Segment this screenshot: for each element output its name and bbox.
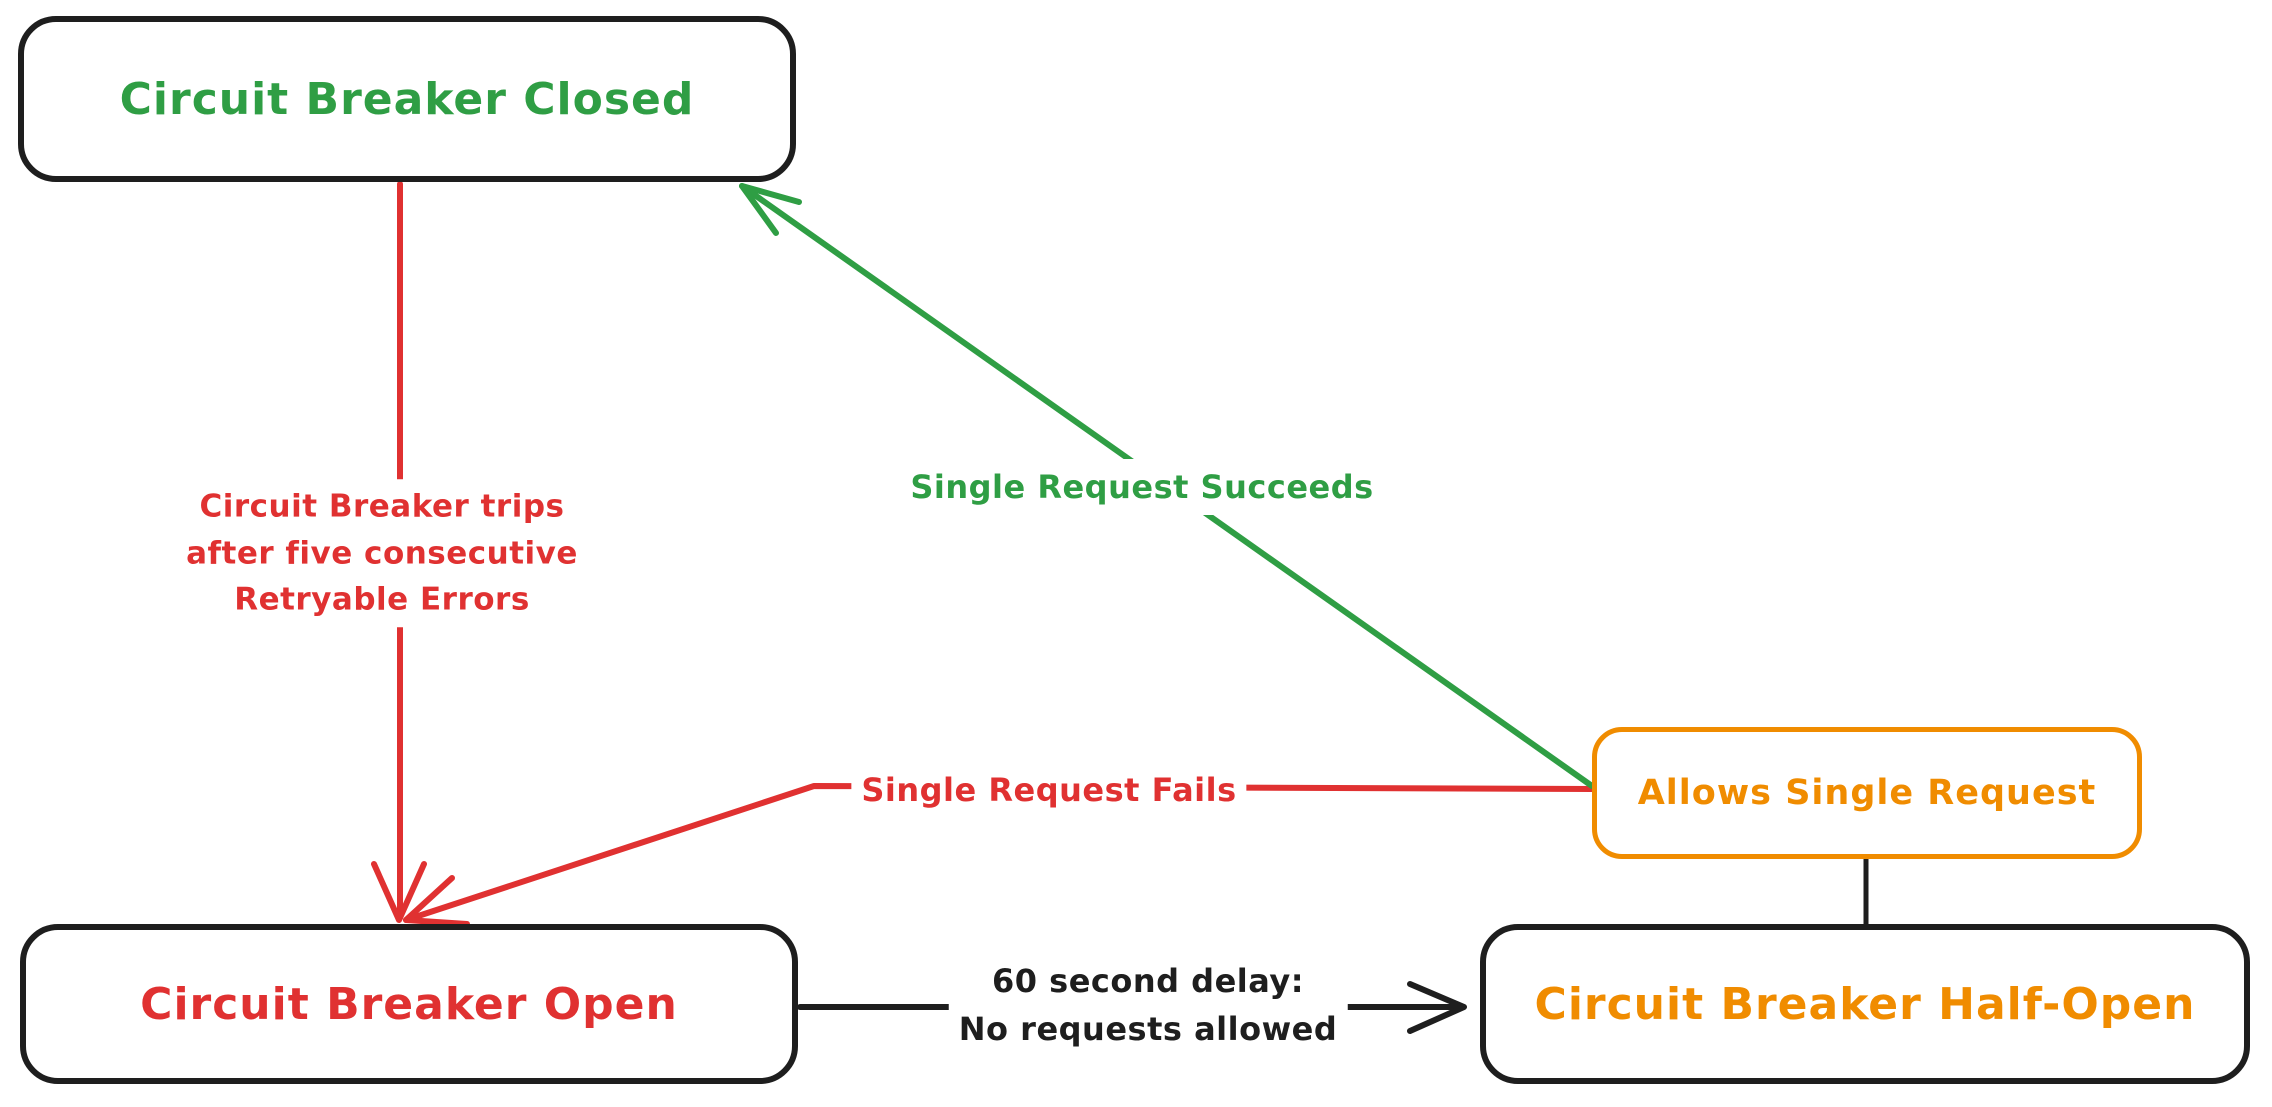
node-circuit-breaker-half-open: Circuit Breaker Half-Open <box>1480 924 2250 1084</box>
edge-fails-line <box>403 783 1595 923</box>
edge-label-fails: Single Request Fails <box>851 762 1247 818</box>
edge-label-succeeds: Single Request Succeeds <box>900 459 1384 515</box>
node-circuit-breaker-closed-label: Circuit Breaker Closed <box>119 73 695 125</box>
edge-label-trip-line1: Circuit Breaker trips <box>199 488 565 525</box>
node-circuit-breaker-open: Circuit Breaker Open <box>20 924 798 1084</box>
node-circuit-breaker-half-open-label: Circuit Breaker Half-Open <box>1534 978 2196 1030</box>
node-allows-single-request-label: Allows Single Request <box>1637 773 2097 813</box>
edge-label-trip-line3: Retryable Errors <box>234 581 530 618</box>
edge-label-trip-line2: after five consecutive <box>186 534 578 571</box>
edge-label-delay-line1: 60 second delay: <box>991 962 1305 1000</box>
edge-delay-arrowhead <box>1407 981 1467 1034</box>
edge-label-delay-line2: No requests allowed <box>958 1010 1338 1048</box>
edge-fails-arrowhead <box>403 875 470 927</box>
node-allows-single-request: Allows Single Request <box>1592 727 2142 859</box>
edge-trip-arrowhead <box>371 861 427 923</box>
edge-label-trip: Circuit Breaker trips after five consecu… <box>176 479 588 627</box>
edge-succeeds-arrowhead <box>739 183 802 236</box>
node-circuit-breaker-open-label: Circuit Breaker Open <box>140 978 678 1030</box>
node-circuit-breaker-closed: Circuit Breaker Closed <box>18 16 796 182</box>
edge-label-delay: 60 second delay: No requests allowed <box>948 953 1348 1057</box>
